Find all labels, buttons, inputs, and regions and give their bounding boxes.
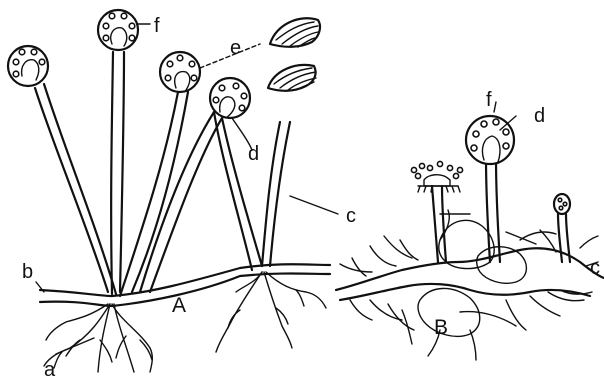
- label-b: b: [22, 261, 33, 283]
- label-c-panel-b: c: [590, 257, 600, 279]
- label-a: a: [44, 359, 56, 381]
- substrate-b: [336, 220, 604, 336]
- panel-label-b: B: [434, 316, 448, 339]
- label-d-panel-a: d: [248, 143, 259, 165]
- rhizoids-a-left: [44, 304, 152, 372]
- label-d-panel-b: d: [534, 105, 545, 127]
- sporangium-a-left: [8, 46, 48, 86]
- sporangium-a-middle: [160, 52, 200, 92]
- label-c-panel-a: c: [346, 205, 356, 227]
- rhizoids-b: [340, 230, 598, 360]
- sporangium-a-centre: [98, 10, 138, 50]
- panel-a-drawing: [8, 10, 330, 372]
- label-f-panel-b: f: [486, 89, 492, 111]
- sporangium-a-right: [210, 78, 250, 118]
- label-e: e: [230, 37, 241, 59]
- sporangiophores-b: [411, 158, 570, 262]
- rhizoids-a-right: [216, 272, 326, 352]
- panel-label-a: A: [172, 294, 186, 317]
- spore-illustrations-e: [268, 18, 320, 91]
- label-f-panel-a: f: [154, 15, 160, 37]
- panel-b-drawing: [336, 116, 604, 360]
- sporangium-b-small: [554, 194, 570, 214]
- sporangiophores-a: [35, 52, 290, 296]
